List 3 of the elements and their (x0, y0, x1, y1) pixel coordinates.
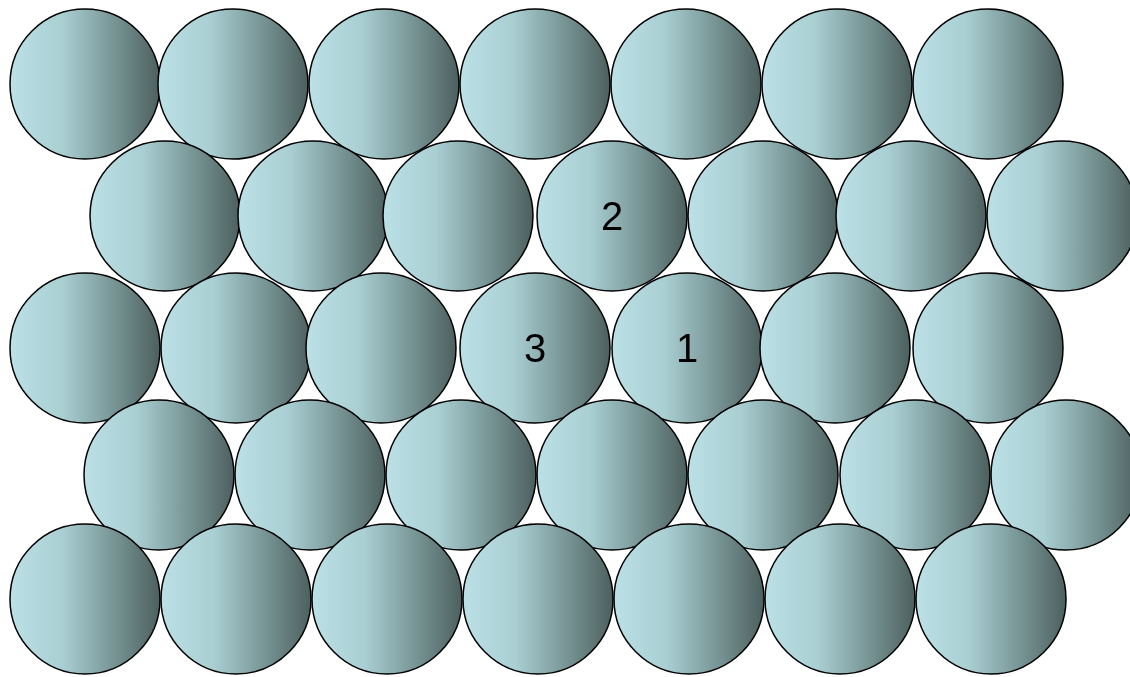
number-label: 1 (675, 328, 699, 368)
number-label: 2 (600, 196, 624, 236)
number-label: 3 (523, 328, 547, 368)
